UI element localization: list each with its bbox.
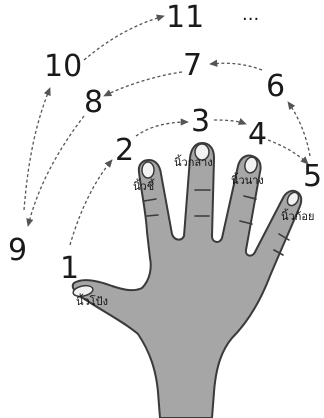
label-index: นิ้วชี้ [133,181,154,194]
arrow-8-to-9 [28,116,84,226]
label-thumb: นิ้วโป้ง [76,296,108,309]
label-ring: นิ้วนาง [231,175,264,188]
arrow-2-to-3 [136,122,188,136]
label-pinky: นิ้วก้อย [281,211,314,224]
count-8: 8 [84,88,103,118]
arrow-10-to-11 [84,16,164,60]
count-continues-ellipsis: ... [242,6,259,24]
count-2: 2 [115,136,134,166]
label-middle: นิ้วกลาง [174,157,213,170]
count-5: 5 [303,162,322,192]
index-nail [142,162,154,178]
count-7: 7 [183,51,202,81]
arrow-7-to-8 [104,72,182,96]
arrow-9-to-10 [24,88,50,210]
count-4: 4 [248,120,267,150]
arrow-1-to-2 [70,160,112,245]
count-6: 6 [266,72,285,102]
arrow-5-to-6 [288,102,310,156]
count-3: 3 [191,107,210,137]
arrow-3-to-4 [214,120,246,124]
count-11: 11 [166,3,204,33]
count-10: 10 [44,52,82,82]
count-9: 9 [8,236,27,266]
hand-shape [73,143,302,418]
arrow-4-to-5 [268,140,308,164]
count-1: 1 [60,254,79,284]
arrow-6-to-7 [210,63,262,70]
